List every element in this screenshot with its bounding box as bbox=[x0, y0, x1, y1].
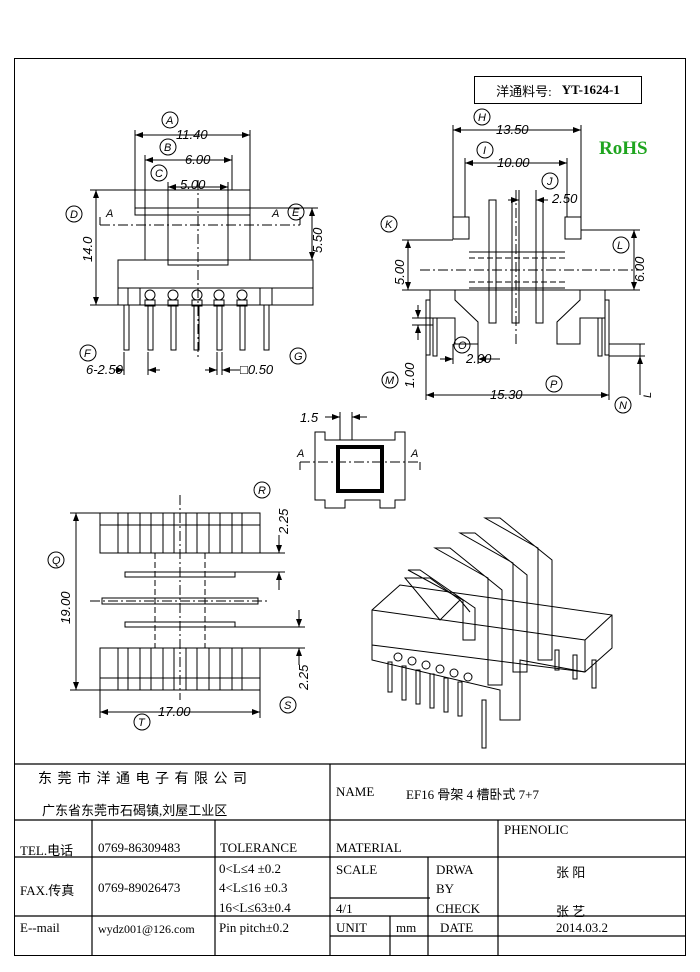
fax-label: FAX.传真 bbox=[20, 883, 75, 898]
tolerance-row-3: 16<L≤63±0.4 bbox=[219, 900, 291, 915]
section-a-right-2: A bbox=[410, 448, 418, 460]
letter-s: S bbox=[284, 700, 292, 712]
letter-e: E bbox=[292, 207, 300, 219]
dim-5-00-front: 5.00 bbox=[180, 177, 206, 192]
tel-label: TEL.电话 bbox=[20, 843, 74, 858]
dim-6-00-side: 6.00 bbox=[632, 256, 647, 282]
tel-value: 0769-86309483 bbox=[98, 840, 181, 855]
dim-6-00: 6.00 bbox=[185, 152, 211, 167]
letter-i: I bbox=[483, 145, 486, 157]
check-label: CHECK bbox=[436, 901, 481, 916]
section-view bbox=[299, 412, 421, 509]
letter-h: H bbox=[478, 112, 486, 124]
dim-13-50: 13.50 bbox=[496, 122, 529, 137]
dim-19-00: 19.00 bbox=[58, 591, 73, 624]
letter-p: P bbox=[550, 379, 558, 391]
dim-10-00: 10.00 bbox=[497, 155, 530, 170]
section-a-right: A bbox=[271, 208, 279, 220]
letter-o: O bbox=[458, 340, 467, 352]
fax-value: 0769-89026473 bbox=[98, 880, 181, 895]
letter-a: A bbox=[165, 115, 173, 127]
dim-2-50: 2.50 bbox=[551, 191, 578, 206]
drawing-frame bbox=[14, 58, 686, 956]
letter-b: B bbox=[164, 142, 171, 154]
dim-pin-size: □0.50 bbox=[240, 362, 274, 377]
unit-value: mm bbox=[396, 920, 417, 935]
date-label: DATE bbox=[440, 920, 474, 935]
email-value: wydz001@126.com bbox=[98, 922, 195, 936]
dim-5-50: 5.50 bbox=[310, 227, 325, 253]
tolerance-row-1: 0<L≤4 ±0.2 bbox=[219, 861, 282, 876]
part-number-value: YT-1624-1 bbox=[561, 82, 620, 97]
by-label: BY bbox=[436, 881, 455, 896]
letter-k: K bbox=[385, 219, 393, 231]
checked-by: 张 艺 bbox=[556, 904, 586, 919]
company-name: 东 莞 市 洋 通 电 子 有 限 公 司 bbox=[38, 772, 248, 787]
dim-15-30: 15.30 bbox=[490, 387, 523, 402]
letter-g: G bbox=[294, 351, 303, 363]
drwa-label: DRWA bbox=[436, 862, 474, 877]
scale-label: SCALE bbox=[336, 862, 378, 877]
drawn-by: 张 阳 bbox=[556, 865, 586, 880]
isometric-view bbox=[371, 517, 613, 749]
dim-pitch: 6-2.50 bbox=[86, 362, 124, 377]
material-value: PHENOLIC bbox=[504, 822, 569, 837]
email-label: E--mail bbox=[20, 920, 60, 935]
part-number-label: 洋通料号: bbox=[496, 83, 552, 99]
dim-2-00: 2.00 bbox=[465, 351, 492, 366]
dim-1-5: 1.5 bbox=[300, 410, 319, 425]
tolerance-row-4: Pin pitch±0.2 bbox=[219, 920, 289, 935]
dim-17-00: 17.00 bbox=[158, 704, 191, 719]
side-view bbox=[380, 108, 645, 414]
letter-f: F bbox=[84, 348, 92, 360]
section-a-left: A bbox=[105, 208, 113, 220]
dim-2-25-bottom: 2.25 bbox=[296, 664, 311, 691]
rohs-mark: RoHS bbox=[599, 138, 648, 159]
letter-j: J bbox=[546, 176, 553, 188]
letter-r: R bbox=[258, 485, 266, 497]
section-a-left-2: A bbox=[296, 448, 304, 460]
letter-l: L bbox=[617, 240, 623, 252]
title-block-grid bbox=[14, 763, 686, 956]
dim-1-00: 1.00 bbox=[402, 362, 417, 388]
part-number-box: 洋通料号: YT-1624-1 bbox=[474, 76, 642, 104]
letter-q: Q bbox=[52, 555, 61, 567]
dim-11-40: 11.40 bbox=[176, 127, 208, 142]
letter-t: T bbox=[138, 717, 146, 729]
name-label: NAME bbox=[336, 784, 375, 799]
bottom-view bbox=[47, 481, 305, 731]
date-value: 2014.03.2 bbox=[556, 920, 608, 935]
dim-2-25-top: 2.25 bbox=[276, 508, 291, 535]
dim-5-00-side: 5.00 bbox=[392, 259, 407, 285]
material-label: MATERIAL bbox=[336, 840, 402, 855]
unit-label: UNIT bbox=[336, 920, 368, 935]
company-address: 广东省东莞市石碣镇,刘屋工业区 bbox=[42, 803, 228, 818]
tolerance-row-2: 4<L≤16 ±0.3 bbox=[219, 880, 288, 895]
letter-m: M bbox=[385, 375, 395, 387]
front-view bbox=[65, 111, 318, 375]
dim-14-0: 14.0 bbox=[80, 236, 95, 262]
pin-length-l: L bbox=[642, 392, 654, 398]
letter-d: D bbox=[70, 209, 78, 221]
scale-value: 4/1 bbox=[336, 901, 353, 916]
tolerance-label: TOLERANCE bbox=[220, 840, 298, 855]
letter-c: C bbox=[155, 168, 163, 180]
name-value: EF16 骨架 4 槽卧式 7+7 bbox=[406, 787, 540, 802]
letter-n: N bbox=[619, 400, 627, 412]
